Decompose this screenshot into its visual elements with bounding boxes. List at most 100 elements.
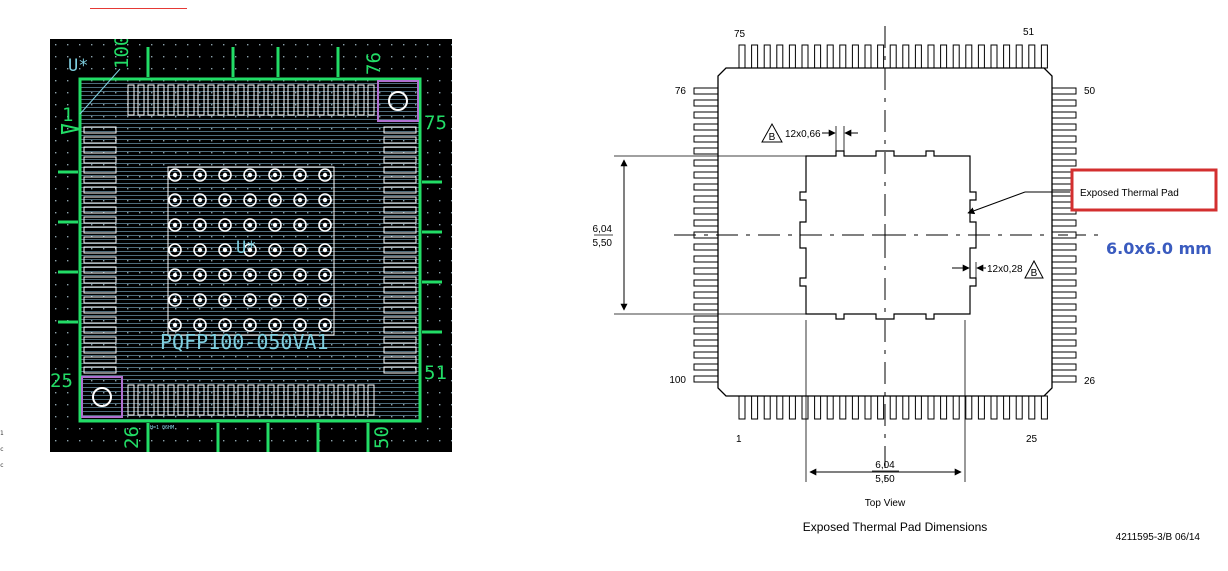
lead-right bbox=[1051, 159, 1077, 167]
smd-pad bbox=[197, 384, 205, 416]
smd-pad bbox=[227, 84, 235, 116]
lead-right bbox=[1051, 291, 1077, 299]
lead-right bbox=[1051, 267, 1077, 275]
pin-label-25: 25 bbox=[1026, 434, 1038, 445]
thermal-via-core bbox=[247, 172, 253, 178]
lead-top bbox=[839, 44, 847, 69]
smd-pad bbox=[177, 84, 185, 116]
lead-left bbox=[693, 363, 719, 371]
thermal-via bbox=[243, 268, 257, 282]
lead-left bbox=[693, 339, 719, 347]
thermal-via-core bbox=[172, 272, 178, 278]
mounting-hole-frame bbox=[81, 376, 123, 418]
smd-pad bbox=[383, 366, 417, 374]
thermal-via bbox=[268, 218, 282, 232]
lead-top bbox=[952, 44, 960, 69]
thermal-via-core bbox=[322, 247, 328, 253]
smd-pad bbox=[327, 384, 335, 416]
lead-right bbox=[1051, 99, 1077, 107]
lead-left bbox=[693, 87, 719, 95]
lead-bottom bbox=[826, 395, 834, 420]
thermal-via-core bbox=[322, 197, 328, 203]
callout-box bbox=[1070, 168, 1218, 212]
smd-pad bbox=[307, 84, 315, 116]
thermal-via-core bbox=[322, 322, 328, 328]
lead-left bbox=[693, 375, 719, 383]
lead-left bbox=[693, 207, 719, 215]
thermal-via bbox=[293, 168, 307, 182]
thermal-via bbox=[268, 293, 282, 307]
thermal-via bbox=[168, 293, 182, 307]
thermal-via-core bbox=[247, 197, 253, 203]
thermal-via-core bbox=[272, 222, 278, 228]
lead-bottom bbox=[1028, 395, 1036, 420]
thermal-via bbox=[268, 168, 282, 182]
smd-pad bbox=[167, 384, 175, 416]
dim-vertical-upper: 6,04 bbox=[593, 224, 613, 235]
thermal-via-core bbox=[172, 322, 178, 328]
lead-bottom bbox=[940, 395, 948, 420]
thermal-pad-outline bbox=[799, 150, 977, 320]
thermal-pad-outline bbox=[167, 166, 335, 336]
thermal-via bbox=[268, 318, 282, 332]
thermal-via-core bbox=[247, 297, 253, 303]
mounting-hole bbox=[92, 387, 112, 407]
package-leads bbox=[693, 44, 1077, 420]
pcb-tick-marks bbox=[58, 47, 442, 452]
thermal-via-core bbox=[322, 172, 328, 178]
dim-horizontal-upper: 6,04 bbox=[875, 460, 895, 471]
lead-bottom bbox=[927, 395, 935, 420]
smd-pad bbox=[83, 156, 117, 164]
thermal-via-core bbox=[172, 247, 178, 253]
edge-text: c bbox=[0, 462, 4, 469]
smd-pad bbox=[383, 316, 417, 324]
thermal-via-core bbox=[247, 222, 253, 228]
pin-number-100: 100 bbox=[111, 39, 133, 69]
lead-top bbox=[902, 44, 910, 69]
datum-b-letter: B bbox=[1031, 268, 1038, 279]
thermal-via-core bbox=[197, 197, 203, 203]
smd-pad bbox=[137, 384, 145, 416]
smd-pad bbox=[167, 84, 175, 116]
thermal-via bbox=[168, 268, 182, 282]
smd-pad bbox=[383, 346, 417, 354]
pin-number-76: 76 bbox=[363, 52, 385, 75]
thermal-via bbox=[318, 193, 332, 207]
thermal-via-core bbox=[297, 247, 303, 253]
smd-pad bbox=[383, 226, 417, 234]
smd-pad bbox=[383, 256, 417, 264]
thermal-via bbox=[218, 218, 232, 232]
thermal-via bbox=[243, 193, 257, 207]
smd-pad bbox=[347, 384, 355, 416]
lead-bottom bbox=[877, 395, 885, 420]
smd-pad bbox=[83, 176, 117, 184]
smd-pad bbox=[247, 84, 255, 116]
lead-bottom bbox=[990, 395, 998, 420]
thermal-via-core bbox=[222, 297, 228, 303]
lead-bottom bbox=[776, 395, 784, 420]
thermal-via-core bbox=[297, 172, 303, 178]
lead-top bbox=[1003, 44, 1011, 69]
lead-top bbox=[914, 44, 922, 69]
thermal-via-core bbox=[297, 297, 303, 303]
thermal-via-core bbox=[222, 197, 228, 203]
thermal-via bbox=[318, 218, 332, 232]
smd-pad bbox=[383, 216, 417, 224]
thermal-via bbox=[218, 168, 232, 182]
pin-label-51: 51 bbox=[1023, 27, 1035, 38]
thermal-via bbox=[168, 168, 182, 182]
dim-vertical-lower: 5,50 bbox=[593, 238, 613, 249]
thermal-via-core bbox=[197, 172, 203, 178]
lead-top bbox=[877, 44, 885, 69]
red-underline bbox=[90, 8, 187, 9]
smd-pad bbox=[197, 84, 205, 116]
edge-text: c bbox=[0, 446, 4, 453]
lead-right bbox=[1051, 375, 1077, 383]
lead-top bbox=[788, 44, 796, 69]
lead-left bbox=[693, 315, 719, 323]
smd-pad bbox=[83, 316, 117, 324]
thermal-via bbox=[168, 218, 182, 232]
thermal-via bbox=[193, 168, 207, 182]
smd-pad bbox=[383, 126, 417, 134]
smd-pad bbox=[277, 384, 285, 416]
